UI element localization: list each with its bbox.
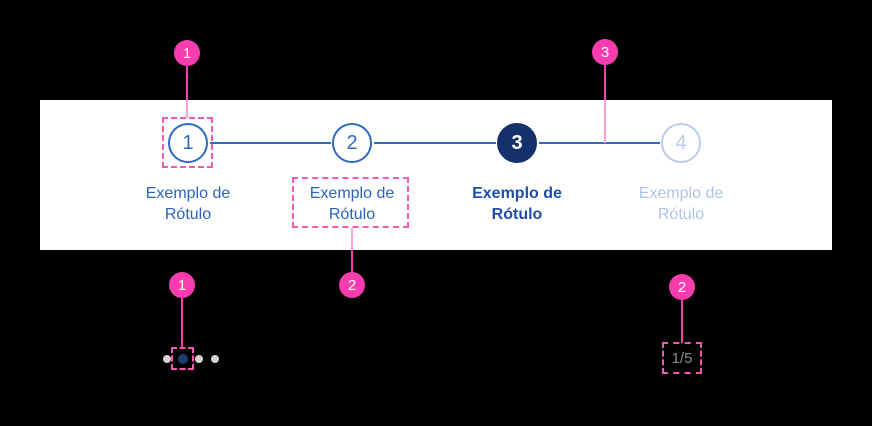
annotation-badge-2-step-label: 2 — [339, 272, 365, 298]
annotation-box-step1-indicator — [162, 117, 213, 168]
annotation-line-marker1-top-inner — [186, 100, 188, 118]
annotation-line-marker3-inner — [604, 100, 606, 143]
annotation-line-dots-marker1 — [181, 298, 183, 348]
connector-step2-step3 — [374, 142, 496, 144]
step-4-indicator-disabled: 4 — [661, 123, 701, 163]
annotation-line-marker3 — [604, 65, 606, 100]
stepper-panel — [40, 100, 832, 250]
step-3-indicator-active[interactable]: 3 — [497, 123, 537, 163]
pagination-dot-2-active[interactable] — [178, 354, 188, 364]
step-2-label: Exemplo de Rótulo — [309, 185, 395, 223]
annotation-line-marker2-inner — [351, 228, 353, 250]
annotation-box-active-dot — [171, 347, 194, 370]
annotation-box-step2-label — [292, 177, 409, 228]
annotation-badge-1-pagination-dot: 1 — [169, 272, 195, 298]
step-2-indicator[interactable]: 2 — [332, 123, 372, 163]
connector-step1-step2 — [210, 142, 331, 144]
pagination-dot-3[interactable] — [195, 355, 203, 363]
page-counter: 1/5 — [671, 349, 693, 367]
annotation-badge-3-connector: 3 — [592, 39, 618, 65]
annotation-line-marker1-top — [186, 66, 188, 100]
annotation-badge-2-page-counter: 2 — [669, 274, 695, 300]
step-4-number: 4 — [675, 131, 687, 154]
pagination-dot-1[interactable] — [163, 355, 171, 363]
connector-step3-step4 — [539, 142, 660, 144]
annotation-line-counter-marker2 — [681, 300, 683, 343]
annotation-badge-1-step-indicator: 1 — [174, 40, 200, 66]
step-4-label: Exemplo de Rótulo — [638, 185, 724, 223]
pagination-dot-4[interactable] — [211, 355, 219, 363]
step-1-number: 1 — [182, 131, 194, 154]
step-3-number: 3 — [511, 131, 523, 154]
step-3-label: Exemplo de Rótulo — [472, 185, 562, 223]
annotation-line-marker2 — [351, 250, 353, 273]
annotation-box-page-counter — [662, 342, 702, 374]
step-2-number: 2 — [346, 131, 358, 154]
step-1-label: Exemplo de Rótulo — [145, 185, 231, 223]
step-1-indicator[interactable]: 1 — [168, 123, 208, 163]
